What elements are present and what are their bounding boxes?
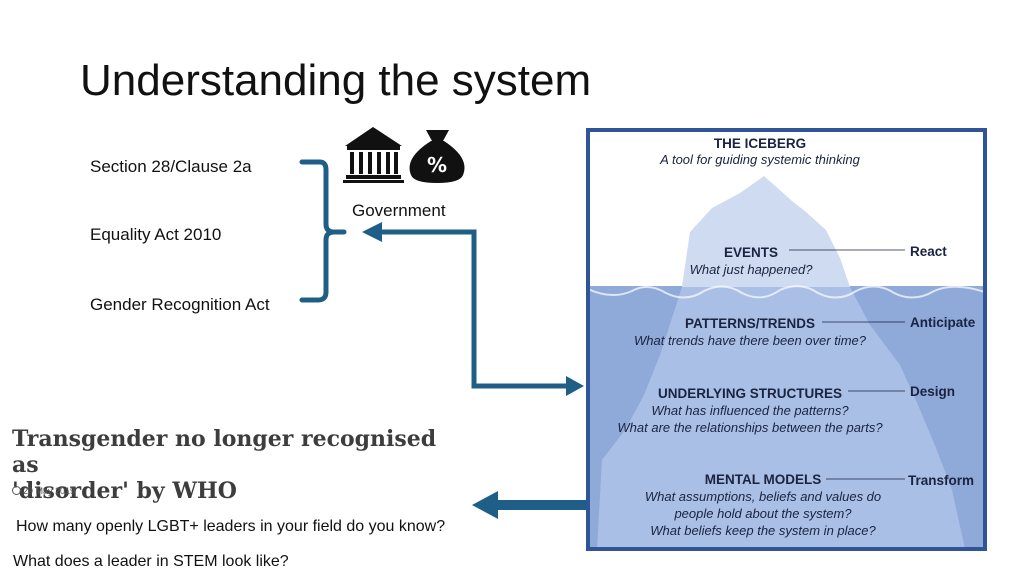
iceberg-to-laws-arrow xyxy=(362,222,584,396)
level-events-action: React xyxy=(910,244,947,259)
iceberg-diagram: THE ICEBERG A tool for guiding systemic … xyxy=(586,128,987,551)
level-mental-models-question-1: What assumptions, beliefs and values do xyxy=(645,489,881,504)
news-date-text: 29 May 2019 xyxy=(23,486,76,496)
iceberg-title: THE ICEBERG xyxy=(714,136,806,151)
law-gender-recognition-act: Gender Recognition Act xyxy=(90,295,270,314)
level-patterns-question: What trends have there been over time? xyxy=(634,333,867,348)
level-mental-models-question-3: What beliefs keep the system in place? xyxy=(650,523,876,538)
level-structures-heading: UNDERLYING STRUCTURES xyxy=(658,386,842,401)
news-date: 29 May 2019 xyxy=(12,486,75,496)
iceberg-subtitle: A tool for guiding systemic thinking xyxy=(659,152,860,167)
level-structures-question-2: What are the relationships between the p… xyxy=(617,420,883,435)
level-mental-models-action: Transform xyxy=(908,473,974,488)
news-headline: Transgender no longer recognised as 'dis… xyxy=(12,426,452,504)
law-equality-act: Equality Act 2010 xyxy=(90,225,222,244)
level-mental-models-question-2: people hold about the system? xyxy=(673,506,852,521)
slide-title: Understanding the system xyxy=(80,56,592,105)
level-events-question: What just happened? xyxy=(690,262,814,277)
level-patterns-heading: PATTERNS/TRENDS xyxy=(685,316,815,331)
level-structures-action: Design xyxy=(910,384,955,399)
news-headline-line2: 'disorder' by WHO xyxy=(12,478,237,504)
mental-models-arrow xyxy=(472,491,600,519)
level-mental-models-heading: MENTAL MODELS xyxy=(705,472,822,487)
news-headline-line1: Transgender no longer recognised as xyxy=(12,426,437,478)
government-label: Government xyxy=(352,201,446,220)
laws-bracket xyxy=(299,159,347,303)
law-section-28: Section 28/Clause 2a xyxy=(90,157,252,176)
government-building-icon xyxy=(343,127,404,183)
level-events-heading: EVENTS xyxy=(724,245,778,260)
clock-icon xyxy=(12,486,21,495)
question-stem-leader: What does a leader in STEM look like? xyxy=(13,553,289,570)
money-bag-percent-icon: % xyxy=(409,130,465,183)
question-lgbt-leaders: How many openly LGBT+ leaders in your fi… xyxy=(16,518,446,535)
money-bag-symbol: % xyxy=(427,153,447,177)
level-structures-question-1: What has influenced the patterns? xyxy=(651,403,849,418)
level-patterns-action: Anticipate xyxy=(910,315,976,330)
